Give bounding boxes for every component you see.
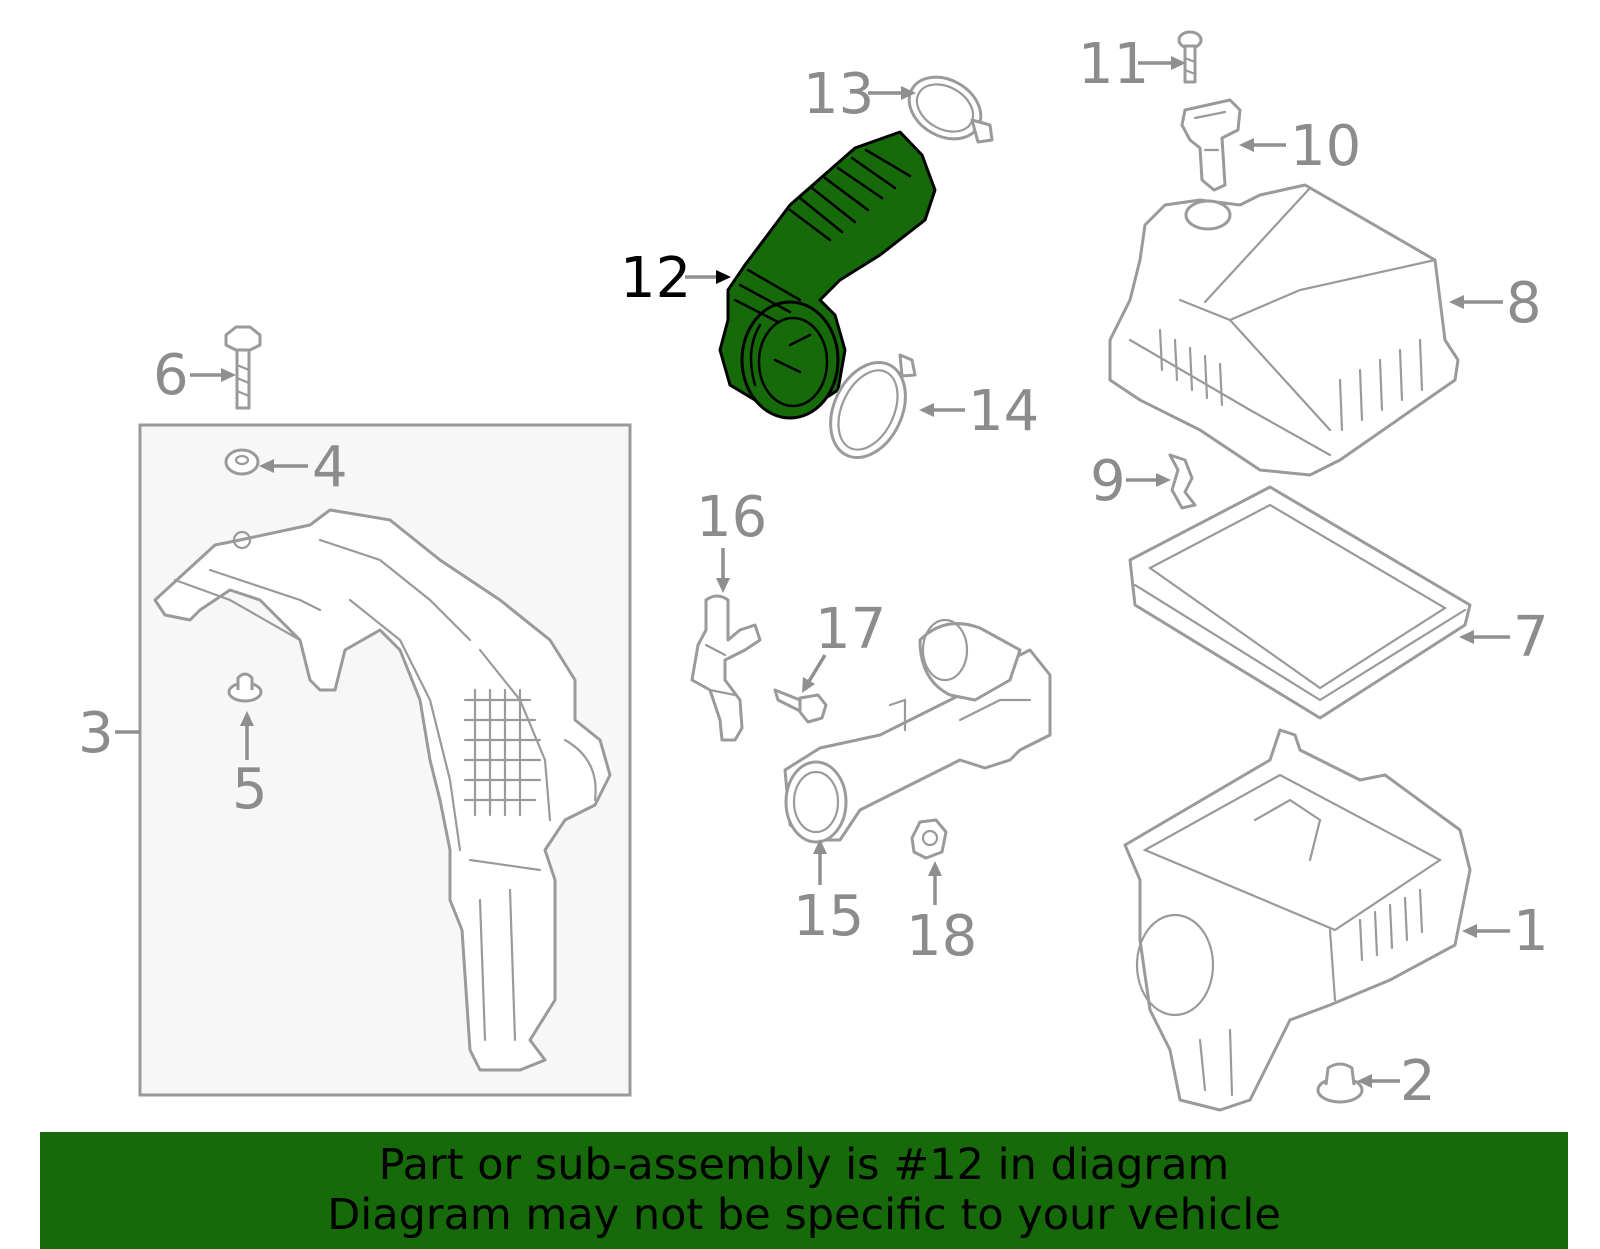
banner-line-1: Part or sub-assembly is #12 in diagram xyxy=(378,1140,1230,1190)
part-3-air-duct[interactable] xyxy=(153,508,612,1072)
part-12-air-intake-hose[interactable] xyxy=(718,130,937,420)
part-5-push-pin[interactable] xyxy=(227,672,263,703)
callout-4: 4 xyxy=(312,435,348,500)
callout-9: 9 xyxy=(1090,449,1126,514)
callout-8: 8 xyxy=(1506,271,1542,336)
banner-line-2: Diagram may not be specific to your vehi… xyxy=(327,1190,1281,1240)
callout-12: 12 xyxy=(620,246,691,311)
part-7-air-filter[interactable] xyxy=(1128,485,1472,720)
callout-15: 15 xyxy=(793,884,864,949)
part-13-clamp[interactable] xyxy=(898,65,994,151)
callout-3: 3 xyxy=(78,701,114,766)
part-15-intake-duct[interactable] xyxy=(783,618,1052,844)
callout-18: 18 xyxy=(906,904,977,969)
part-14-clamp[interactable] xyxy=(816,350,920,469)
part-6-bolt[interactable] xyxy=(224,325,262,410)
part-17-bolt[interactable] xyxy=(773,688,828,724)
part-4-washer[interactable] xyxy=(224,448,260,476)
callout-6: 6 xyxy=(153,343,189,408)
callout-5: 5 xyxy=(232,757,268,822)
part-16-bracket[interactable] xyxy=(690,594,762,742)
callout-2: 2 xyxy=(1400,1049,1436,1114)
leader-lines xyxy=(115,56,1510,1088)
part-9-clip[interactable] xyxy=(1168,453,1197,510)
callout-1: 1 xyxy=(1513,899,1549,964)
callout-11: 11 xyxy=(1078,32,1149,97)
part-8-air-cleaner-cover[interactable] xyxy=(1108,183,1460,477)
callout-13: 13 xyxy=(803,62,874,127)
info-banner: Part or sub-assembly is #12 in diagram D… xyxy=(40,1132,1568,1249)
part-1-air-cleaner-housing[interactable] xyxy=(1123,728,1472,1112)
part-18-nut[interactable] xyxy=(910,818,948,860)
callout-7: 7 xyxy=(1513,605,1549,670)
part-2-grommet[interactable] xyxy=(1316,1062,1364,1104)
part-11-screw[interactable] xyxy=(1177,30,1203,84)
callout-17: 17 xyxy=(815,597,886,662)
callout-14: 14 xyxy=(968,379,1039,444)
callout-16: 16 xyxy=(696,485,767,550)
part-10-sensor[interactable] xyxy=(1180,98,1242,192)
callout-10: 10 xyxy=(1290,114,1361,179)
